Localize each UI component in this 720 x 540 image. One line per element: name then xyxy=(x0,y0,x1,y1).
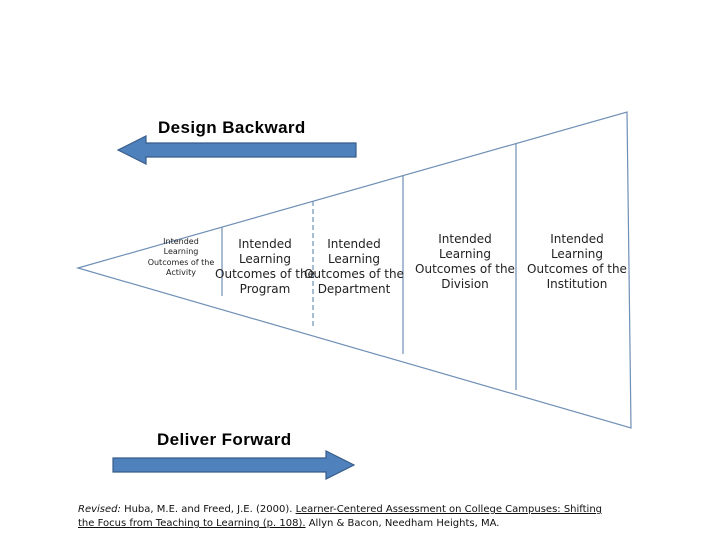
design-backward-heading: Design Backward xyxy=(158,118,306,137)
citation-authors: Huba, M.E. and Freed, J.E. (2000). xyxy=(120,504,296,515)
citation-publisher: Allyn & Bacon, Needham Heights, MA. xyxy=(305,518,500,529)
design-backward-arrow xyxy=(116,135,357,165)
citation-title: Learner-Centered Assessment on College C… xyxy=(78,504,603,529)
segment-label-program: Intended Learning Outcomes of the Progra… xyxy=(215,237,315,296)
citation-prefix: Revised: xyxy=(78,504,121,515)
segment-label-activity: Intended Learning Outcomes of the Activi… xyxy=(147,237,215,278)
funnel-outline xyxy=(75,111,632,429)
segment-label-department: Intended Learning Outcomes of the Depart… xyxy=(304,237,404,296)
segment-label-division: Intended Learning Outcomes of the Divisi… xyxy=(415,232,515,291)
deliver-forward-heading: Deliver Forward xyxy=(157,430,292,449)
segment-label-institution: Intended Learning Outcomes of the Instit… xyxy=(527,232,627,291)
citation: Revised: Huba, M.E. and Freed, J.E. (200… xyxy=(78,503,618,531)
deliver-forward-arrow xyxy=(112,450,356,480)
